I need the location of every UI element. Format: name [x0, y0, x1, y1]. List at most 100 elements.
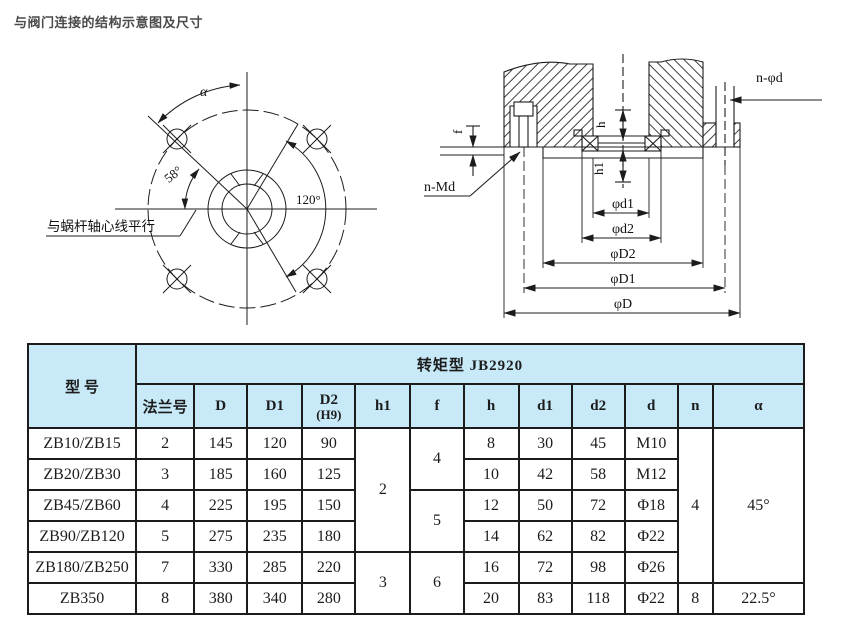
retainer-right: [660, 129, 670, 137]
cell-h1-merged: 3: [354, 551, 412, 615]
stud-shank: [518, 115, 529, 148]
bolt-hole-bottom-left: [162, 264, 192, 294]
cell-D: 225: [193, 489, 249, 522]
cell-D2: 150: [301, 489, 357, 522]
cell-d2: 45: [570, 427, 626, 460]
cell-alpha-merged: 45°: [711, 427, 806, 584]
col-header-d: d: [623, 383, 679, 429]
radial-line-upper-right: [246, 123, 299, 210]
bolt-hole-top-right: [302, 124, 332, 154]
cell-D: 275: [193, 520, 249, 553]
cell-n: 8: [676, 582, 714, 615]
cell-D2: 180: [301, 520, 357, 553]
cell-d2: 98: [570, 551, 626, 584]
bolt-circle: [147, 109, 347, 309]
cell-h: 20: [462, 582, 520, 615]
cell-D1: 235: [246, 520, 304, 553]
bearing-left: [581, 135, 599, 152]
cell-f-merged: 5: [409, 489, 465, 553]
cell-D: 330: [193, 551, 249, 584]
cell-d: Φ22: [623, 582, 679, 615]
radial-line-upper-left: [147, 115, 248, 210]
note-leader-line: [179, 209, 197, 237]
cell-d: Φ26: [623, 551, 679, 584]
cell-d2: 58: [570, 458, 626, 491]
cell-flange-no: 7: [135, 551, 196, 584]
cell-flange-no: 5: [135, 520, 196, 553]
right-bolt-hole-lines: [715, 82, 735, 165]
bolt-hole-top-left: [162, 124, 192, 154]
cell-D2: 125: [301, 458, 357, 491]
cell-d1: 50: [517, 489, 573, 522]
cell-d1: 42: [517, 458, 573, 491]
bolt-callout-leader: [469, 151, 521, 197]
cell-D1: 160: [246, 458, 304, 491]
mating-flange-left-piece: [702, 122, 717, 148]
cell-model: ZB45/ZB60: [26, 489, 138, 522]
cell-d1: 83: [517, 582, 573, 615]
cell-flange-no: 4: [135, 489, 196, 522]
dim-label-D1: φD1: [610, 272, 635, 287]
alpha-label: α: [200, 85, 208, 100]
cell-h: 16: [462, 551, 520, 584]
cell-f-merged: 4: [409, 427, 465, 491]
bolt-thread-label: n-Md: [424, 180, 455, 195]
cell-h: 12: [462, 489, 520, 522]
stem-plate-lines: [598, 135, 645, 152]
bolt-hole-bottom-right: [302, 264, 332, 294]
cell-d: M10: [623, 427, 679, 460]
col-header-D1: D1: [246, 383, 304, 429]
cell-d1: 62: [517, 520, 573, 553]
cell-h: 10: [462, 458, 520, 491]
cross-section-drawing: n-φd f n-Md h h1 φd1 φd2 φD2 φD1 φD: [424, 54, 822, 318]
col-header-h: h: [462, 383, 520, 429]
col-header-n: n: [676, 383, 714, 429]
angle-58-label: 58°: [161, 163, 185, 186]
bearing-right: [644, 135, 662, 152]
cell-model: ZB90/ZB120: [26, 520, 138, 553]
hole-count-label: n-φd: [756, 71, 783, 86]
cell-model: ZB20/ZB30: [26, 458, 138, 491]
body-right-section: [648, 58, 704, 148]
mating-flange-right-piece: [733, 122, 741, 148]
cell-model: ZB180/ZB250: [26, 551, 138, 584]
dim-label-d2: φd2: [612, 222, 634, 237]
cell-D1: 120: [246, 427, 304, 460]
cell-d: M12: [623, 458, 679, 491]
f-label: f: [450, 129, 465, 134]
cell-d2: 82: [570, 520, 626, 553]
cell-D1: 195: [246, 489, 304, 522]
h-label: h: [593, 121, 608, 128]
torque-type-group-header: 转矩型 JB2920: [135, 343, 805, 385]
cell-flange-no: 3: [135, 458, 196, 491]
square-socket-notches: [230, 173, 264, 245]
cell-d2: 72: [570, 489, 626, 522]
col-header-D2: D2(H9): [301, 383, 357, 429]
flange-front-view-drawing: α 58° 120° 与蜗杆轴心线平行: [46, 72, 377, 325]
cell-d2: 118: [570, 582, 626, 615]
cell-D: 185: [193, 458, 249, 491]
diameter-dimension-lines: [503, 209, 741, 317]
cell-d1: 30: [517, 427, 573, 460]
cell-h: 14: [462, 520, 520, 553]
cell-d: Φ18: [623, 489, 679, 522]
dim-label-d1: φd1: [612, 197, 634, 212]
alpha-dimension-arc: [157, 82, 241, 124]
col-header-d2: d2: [570, 383, 626, 429]
col-header-alpha: α: [711, 383, 806, 429]
col-header-flange-no: 法兰号: [135, 383, 196, 429]
cell-D2: 90: [301, 427, 357, 460]
col-header-f: f: [409, 383, 465, 429]
cell-flange-no: 2: [135, 427, 196, 460]
cell-D2: 220: [301, 551, 357, 584]
cell-D1: 340: [246, 582, 304, 615]
radial-line-lower-right: [246, 208, 297, 293]
extension-lines: [503, 147, 741, 318]
dimension-table: 型 号 转矩型 JB2920 法兰号 D D1 D2(H9) h1 f h d1…: [26, 343, 806, 615]
cell-h1-merged: 2: [354, 427, 412, 553]
worm-axis-note: 与蜗杆轴心线平行: [47, 219, 155, 234]
dim-label-D: φD: [614, 297, 632, 312]
cell-f-merged: 6: [409, 551, 465, 615]
f-dimension: [466, 125, 480, 176]
cell-D: 145: [193, 427, 249, 460]
